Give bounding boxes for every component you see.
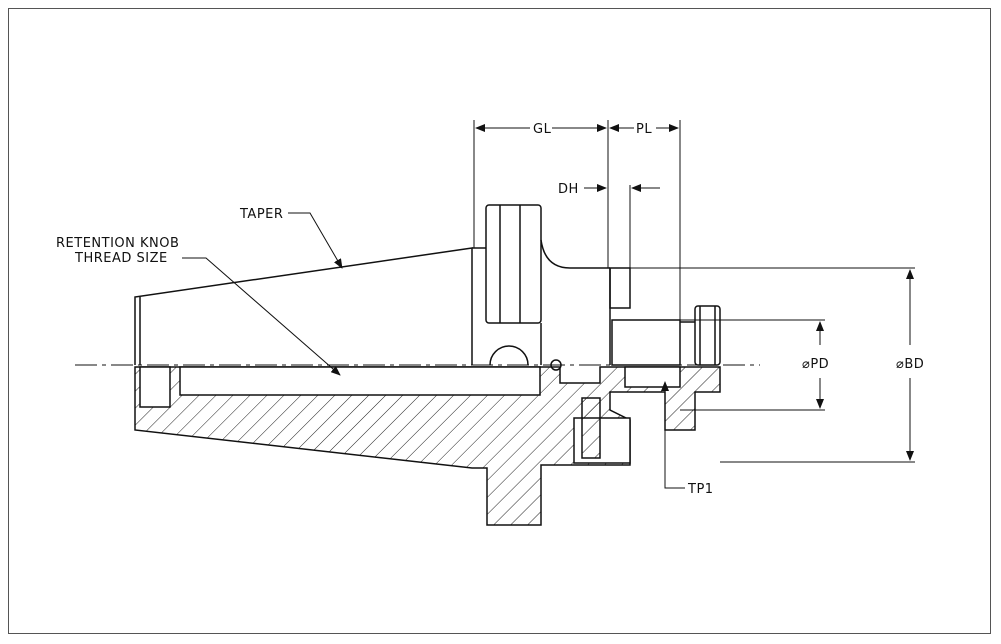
upper-half-outline [134, 204, 721, 371]
retention-knob-label-line2: THREAD SIZE [74, 251, 168, 266]
bore [179, 366, 541, 396]
pl-label: PL [636, 122, 652, 137]
knob-pocket [139, 366, 171, 408]
set-screw [581, 397, 601, 459]
hatched-section [134, 366, 721, 526]
pd-label: ⌀PD [802, 357, 829, 372]
gl-label: GL [533, 122, 552, 137]
tp1-label: TP1 [687, 482, 714, 497]
bd-label: ⌀BD [896, 357, 924, 372]
dh-label: DH [558, 182, 579, 197]
retention-knob-label-line1: RETENTION KNOB [56, 236, 179, 251]
taper-label: TAPER [239, 207, 283, 222]
dimensions [182, 120, 915, 489]
pilot-recess [624, 366, 681, 388]
